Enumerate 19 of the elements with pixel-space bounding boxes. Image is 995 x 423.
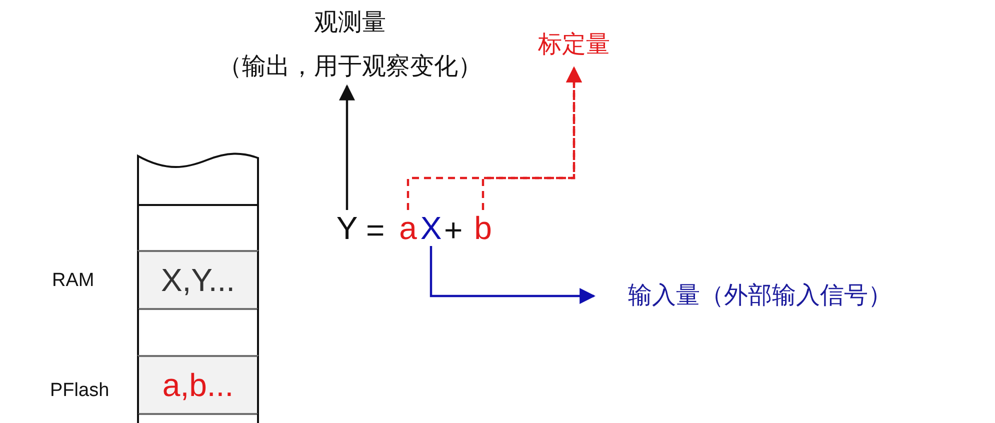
quantity-label: 输入量（外部输入信号） (600, 280, 920, 312)
memory-region-label: PFlash (50, 381, 110, 400)
arrow (482, 66, 582, 210)
equation-term: b (473, 210, 493, 246)
equation-term: X (419, 210, 443, 246)
quantity-label: 观测量 (314, 8, 386, 38)
memory-cell: a,b... (137, 355, 259, 415)
equation-term: Y (335, 210, 359, 246)
memory-region-label: RAM (52, 271, 94, 290)
equation-operator: = (366, 214, 385, 246)
memory-cell (137, 150, 259, 206)
memory-cell (137, 414, 259, 423)
equation-term: a (398, 210, 418, 246)
memory-cell: X,Y... (137, 250, 259, 310)
arrow (339, 84, 355, 210)
quantity-label: 标定量 (528, 30, 620, 60)
arrow (430, 246, 596, 304)
equation-operator: + (444, 214, 463, 246)
quantity-label: （输出，用于观察变化） (218, 52, 482, 82)
